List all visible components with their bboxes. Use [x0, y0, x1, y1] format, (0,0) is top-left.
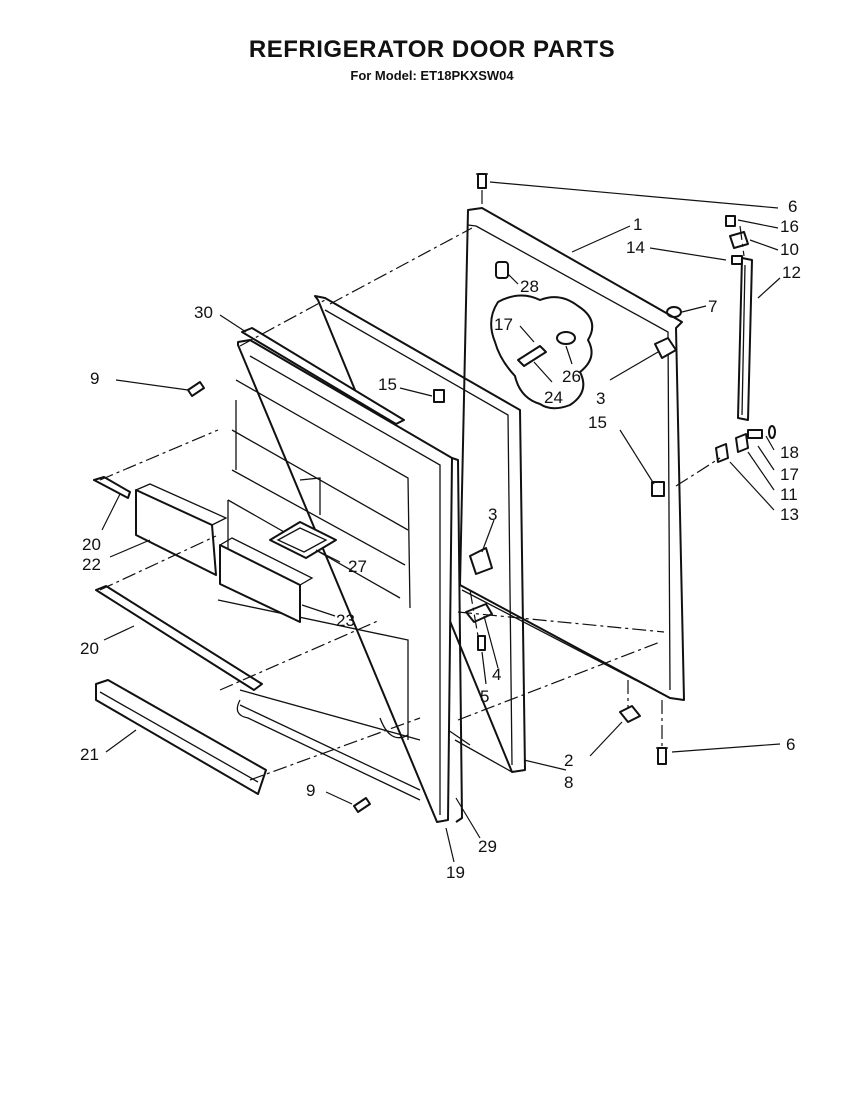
callout-17-inset: 17 [494, 315, 513, 334]
door-handle [737, 257, 753, 421]
gasket-strip [451, 457, 463, 823]
callout-19: 19 [446, 863, 465, 882]
callout-27: 27 [348, 557, 367, 576]
callout-17-right: 17 [780, 465, 799, 484]
callout-labels: 6 1 16 10 14 12 7 28 17 26 24 3 15 15 30… [80, 197, 801, 882]
callout-3-upper: 3 [596, 389, 605, 408]
callout-23: 23 [336, 611, 355, 630]
breaker-strip [241, 327, 405, 425]
callout-30: 30 [194, 303, 213, 322]
callout-2: 2 [564, 751, 573, 770]
callout-6-bottom: 6 [786, 735, 795, 754]
callout-3-lower: 3 [488, 505, 497, 524]
callout-8: 8 [564, 773, 573, 792]
callout-6-top: 6 [788, 197, 797, 216]
door-gasket [314, 295, 526, 773]
callout-15-right: 15 [588, 413, 607, 432]
callout-20-upper: 20 [82, 535, 101, 554]
door-shelves [93, 476, 337, 795]
callout-20-lower: 20 [80, 639, 99, 658]
callout-14: 14 [626, 238, 645, 257]
callout-28: 28 [520, 277, 539, 296]
callout-9-left: 9 [90, 369, 99, 388]
screw-6-top [477, 173, 487, 189]
callout-1: 1 [633, 215, 642, 234]
alignment-lines [99, 190, 745, 781]
page-title: REFRIGERATOR DOOR PARTS [248, 36, 616, 63]
callout-22: 22 [82, 555, 101, 574]
callout-26: 26 [562, 367, 581, 386]
hardware [187, 173, 776, 813]
callout-12: 12 [782, 263, 801, 282]
callout-9-bottom: 9 [306, 781, 315, 800]
callout-4: 4 [492, 665, 501, 684]
screw-6-bottom [657, 747, 667, 765]
leader-lines [101, 181, 781, 863]
callout-24: 24 [544, 388, 563, 407]
model-subtitle: For Model: ET18PKXSW04 [350, 68, 514, 83]
outer-door-panel [459, 207, 685, 701]
callout-7: 7 [708, 297, 717, 316]
callout-18: 18 [780, 443, 799, 462]
callout-11: 11 [780, 485, 798, 504]
callout-29: 29 [478, 837, 497, 856]
callout-10: 10 [780, 240, 799, 259]
callout-13: 13 [780, 505, 799, 524]
callout-15-left: 15 [378, 375, 397, 394]
callout-21: 21 [80, 745, 99, 764]
callout-16: 16 [780, 217, 799, 236]
callout-5: 5 [480, 687, 489, 706]
